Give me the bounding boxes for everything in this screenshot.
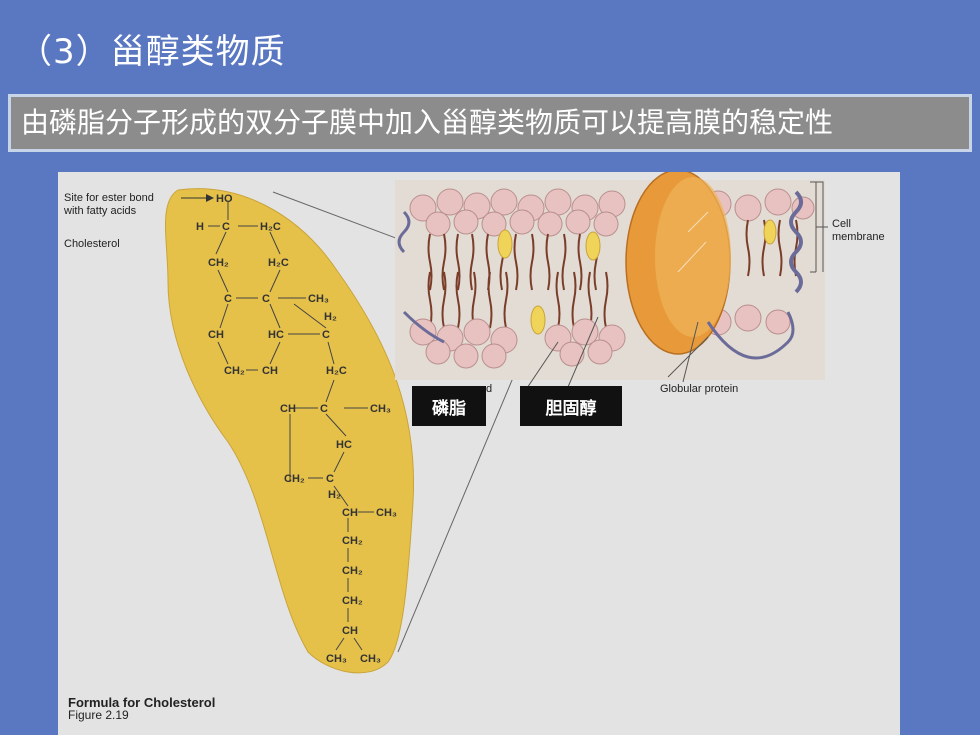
- cell-membrane-line1: Cell: [832, 218, 851, 230]
- membrane-panel: [395, 172, 828, 380]
- cell-membrane-line2: membrane: [832, 231, 885, 243]
- figure-caption: Formula for Cholesterol Figure 2.19: [68, 696, 215, 722]
- globular-protein-label: Globular protein: [660, 383, 739, 395]
- formula-ch3: CH₃: [308, 293, 329, 305]
- formula-ch2: CH₂: [208, 257, 229, 269]
- figure-drawing: HO H C H₂C CH₂ H₂C C C CH₃ H₂ CH HC C CH…: [165, 172, 828, 674]
- formula-c: C: [222, 221, 230, 233]
- caption-title: Formula for Cholesterol: [68, 695, 216, 710]
- cholesterol-formula: HO H C H₂C CH₂ H₂C C C CH₃ H₂ CH HC C CH…: [196, 193, 397, 665]
- formula-h2c: H₂C: [268, 257, 289, 269]
- formula-ch2: CH₂: [342, 535, 363, 547]
- formula-h2: H₂: [328, 489, 341, 501]
- formula-ho: HO: [216, 193, 233, 205]
- formula-ch2: CH₂: [224, 365, 245, 377]
- cholesterol-label: Cholesterol: [64, 238, 120, 250]
- formula-ch2: CH₂: [342, 595, 363, 607]
- site-label: Site for ester bond with fatty acids: [64, 192, 154, 218]
- formula-ch: CH: [208, 329, 224, 341]
- formula-c: C: [326, 473, 334, 485]
- formula-ch3: CH₃: [360, 653, 381, 665]
- formula-c: C: [320, 403, 328, 415]
- formula-hc: HC: [336, 439, 352, 451]
- formula-ch: CH: [342, 625, 358, 637]
- formula-ch2: CH₂: [342, 565, 363, 577]
- phospholipid-label: 磷脂: [412, 386, 486, 426]
- formula-h2c: H₂C: [326, 365, 347, 377]
- caption-figure-number: Figure 2.19: [68, 708, 129, 722]
- formula-ch3: CH₃: [376, 507, 397, 519]
- cholesterol-cn-label: 胆固醇: [520, 386, 622, 426]
- formula-ch3: CH₃: [370, 403, 391, 415]
- formula-h2c: H₂C: [260, 221, 281, 233]
- cholesterol-figure: HO H C H₂C CH₂ H₂C C C CH₃ H₂ CH HC C CH…: [58, 172, 900, 735]
- cell-membrane-label: Cell membrane: [832, 218, 885, 244]
- formula-ch: CH: [342, 507, 358, 519]
- slide-title: （3）甾醇类物质: [18, 32, 286, 72]
- formula-ch: CH: [280, 403, 296, 415]
- formula-c: C: [262, 293, 270, 305]
- formula-hc: HC: [268, 329, 284, 341]
- formula-c: C: [322, 329, 330, 341]
- formula-h2: H₂: [324, 311, 337, 323]
- formula-ch3: CH₃: [326, 653, 347, 665]
- formula-bonds: [208, 202, 374, 651]
- site-label-line2: with fatty acids: [64, 205, 137, 217]
- subtitle-box: 由磷脂分子形成的双分子膜中加入甾醇类物质可以提高膜的稳定性: [8, 94, 972, 152]
- partial-label: d: [486, 383, 493, 395]
- formula-ch: CH: [262, 365, 278, 377]
- site-label-line1: Site for ester bond: [64, 192, 154, 204]
- formula-c: C: [224, 293, 232, 305]
- formula-h: H: [196, 221, 204, 233]
- formula-ch2: CH₂: [284, 473, 305, 485]
